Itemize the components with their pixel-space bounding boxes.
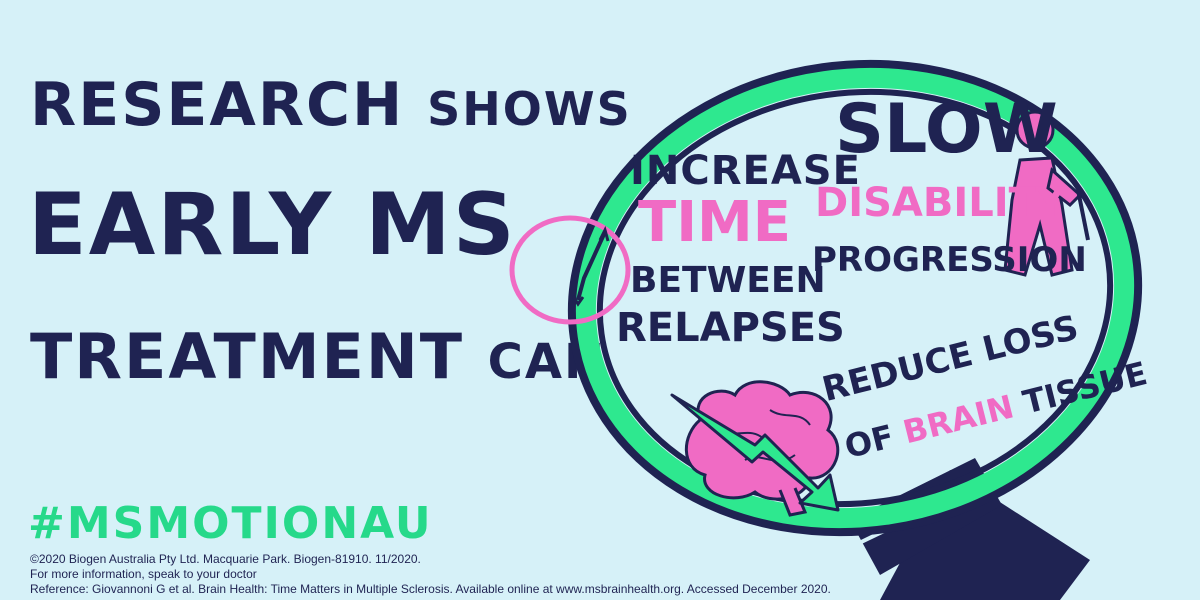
hashtag: #MSMOTIONAU — [28, 498, 433, 549]
legal-copyright: ©2020 Biogen Australia Pty Ltd. Macquari… — [30, 552, 421, 566]
headline-line-2: EARLY MS — [28, 175, 517, 275]
lens-between: BETWEEN — [630, 260, 826, 301]
lens-increase: INCREASE — [630, 148, 861, 194]
lens-disability: DISABILITY — [815, 180, 1065, 226]
lens-slow: SLOW — [835, 90, 1058, 169]
arrow-down-icon — [670, 393, 840, 512]
walking-person-icon — [1003, 110, 1090, 277]
headline-line-1: RESEARCH SHOWS — [30, 70, 632, 140]
headline-research: RESEARCH — [30, 70, 405, 140]
lens-progression: PROGRESSION — [812, 240, 1087, 280]
lens-time: TIME — [638, 190, 792, 255]
legal-info: For more information, speak to your doct… — [30, 567, 257, 581]
headline-shows: SHOWS — [427, 82, 632, 136]
clock-icon — [509, 215, 631, 325]
headline-treatment: TREATMENT — [30, 320, 465, 393]
lens-relapses: RELAPSES — [616, 305, 845, 351]
legal-reference: Reference: Giovannoni G et al. Brain Hea… — [30, 582, 831, 596]
headline-line-3: TREATMENT CAN — [30, 320, 606, 393]
